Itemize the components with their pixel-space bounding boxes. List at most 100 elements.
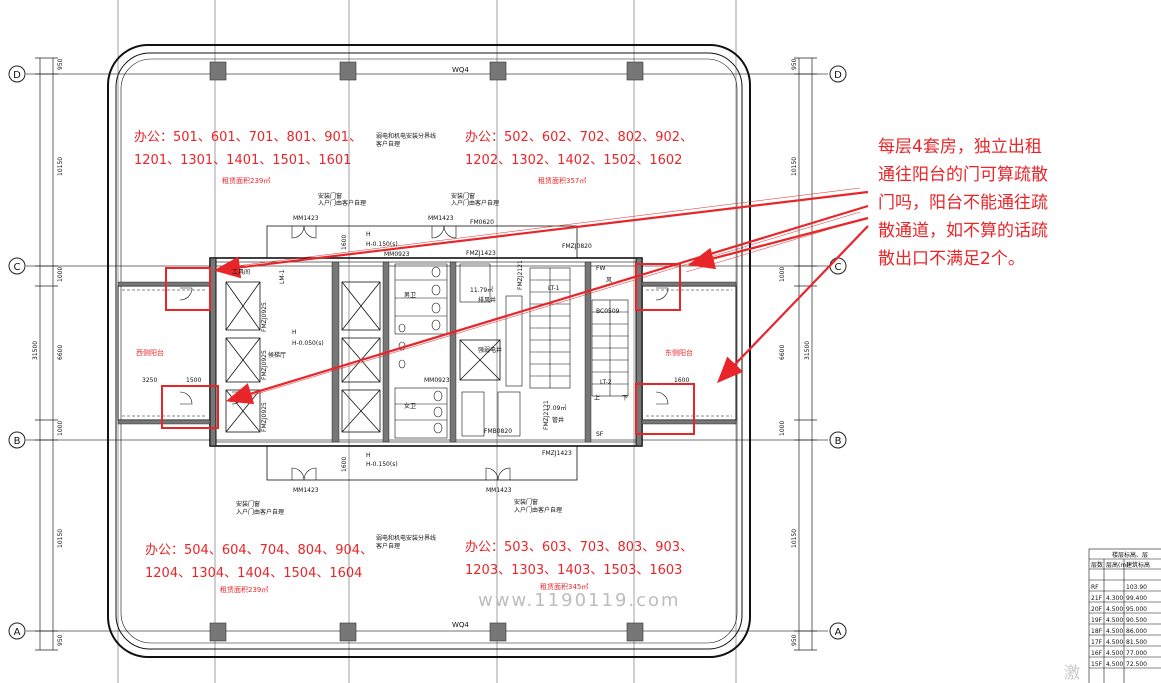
annotation-arrows	[213, 190, 869, 405]
grid-label-c-right: C	[835, 262, 842, 273]
dim-right-3: 1000	[779, 267, 786, 282]
legend-r8-floor: 15F	[1091, 661, 1103, 668]
annotation-line-2: 通往阳台的门可算疏散	[878, 165, 1048, 185]
elevation-letter-1: H	[366, 231, 371, 238]
door-label-fmzj0925-b: FMZJ0925	[261, 350, 268, 380]
elevation-h2: H-0.050(s)	[292, 340, 324, 347]
door-note-c-top: 弱电和机电安装分界线	[376, 132, 436, 140]
legend-r3-floor: 20F	[1091, 606, 1103, 613]
highlight-box-west-upper	[165, 267, 211, 311]
door-label-fmzj1423-bottom: FMZJ1423	[542, 450, 572, 457]
door-note-b-nw: 入户门由客户自理	[318, 199, 366, 207]
core-lt2: LT-2	[600, 379, 612, 386]
dim-right-6: 10150	[791, 529, 798, 548]
elevation-h3: H-0.150(s)	[366, 461, 398, 468]
dim-right-5: 1000	[779, 421, 786, 436]
dim-left-2: 10150	[57, 157, 64, 176]
door-label-bc0509: BC0509	[596, 308, 620, 315]
dim-left-overall: 31500	[32, 341, 39, 360]
office-ne-line1: 办公：502、602、702、802、902、	[465, 130, 693, 145]
door-label-mm0923-mid: MM0923	[424, 377, 450, 384]
grid-label-a-left: A	[14, 627, 21, 638]
elevator-shafts	[225, 281, 501, 433]
elevation-letter-2: H	[292, 329, 297, 336]
door-note-a-se: 安装门窗	[514, 498, 538, 506]
legend-r6-floor: 17F	[1091, 639, 1103, 646]
legend-r2-elev: 99.400	[1126, 595, 1147, 602]
highlight-boxes	[161, 263, 695, 435]
annotation-line-3: 门吗，阳台不能通往疏	[878, 193, 1048, 213]
door-note-a-ne: 安装门窗	[451, 192, 475, 200]
office-sw-line2: 1204、1304、1404、1504、1604	[145, 566, 362, 581]
door-label-fmzj0925-a: FMZJ0925	[261, 302, 268, 332]
legend-col-elev: 建筑标高	[1126, 561, 1150, 569]
dim-left-4: 6600	[57, 345, 64, 360]
core-area-2: 7.09㎡	[547, 404, 566, 412]
legend-col-height: 层高(m)	[1106, 561, 1129, 569]
door-label-fmzj2121-b: FMZJ2121	[543, 400, 550, 430]
balcony-west-label: 西侧阳台	[136, 348, 164, 357]
office-nw-area: 租赁面积239㎡	[222, 176, 270, 185]
corner-logo: 激	[1064, 663, 1080, 682]
office-se-line2: 1203、1303、1403、1503、1603	[465, 563, 682, 578]
annotation-line-5: 散出口不满足2个。	[878, 249, 1025, 269]
legend-r2-height: 4.300	[1106, 595, 1123, 602]
dim-left-5: 1000	[57, 421, 64, 436]
door-label-mm0923-top: MM0923	[384, 251, 410, 258]
core-fw: FW	[596, 265, 605, 272]
door-note-b-se: 入户门由客户自理	[514, 506, 562, 514]
door-label-fm0820: FMZJ0820	[562, 243, 592, 250]
core-up-west: 上	[594, 394, 600, 402]
core-elevator-hall: 候梯厅	[268, 351, 286, 359]
legend-r7-elev: 77.000	[1126, 650, 1147, 657]
core-nb: 男卫	[404, 292, 416, 299]
legend-r1-elev: 103.90	[1126, 584, 1147, 591]
legend-col-floor: 层数	[1091, 561, 1103, 569]
door-note-d-bottom: 客户自理	[376, 542, 400, 550]
beam-label-bottom: WQ4	[452, 621, 469, 629]
door-label-mm1423-sw: MM1423	[293, 487, 319, 494]
dim-left-7: 950	[57, 634, 64, 646]
office-ne-line2: 1202、1302、1402、1502、1602	[465, 153, 682, 168]
office-nw-line1: 办公：501、601、701、801、901、	[134, 130, 362, 145]
highlight-box-west-lower	[161, 385, 219, 429]
core-area-1: 11.79㎡	[470, 286, 493, 294]
core-mid-shaft: 强弱电井	[478, 346, 502, 354]
core-tool-room: 工具间	[232, 268, 250, 276]
door-note-c-bottom: 弱电和机电安装分界线	[376, 534, 436, 542]
legend-r5-elev: 86.000	[1126, 628, 1147, 635]
legend-r5-floor: 18F	[1091, 628, 1103, 635]
dim-h-3250: 3250	[142, 377, 157, 384]
elevation-letter-3: H	[366, 452, 371, 459]
core-sf: SF	[596, 431, 604, 438]
legend-r2-floor: 21F	[1091, 595, 1103, 602]
door-note-b-ne: 入户门由客户自理	[451, 199, 499, 207]
dim-right-2: 10150	[791, 157, 798, 176]
grid-label-a-right: A	[835, 627, 842, 638]
balconies	[117, 281, 737, 425]
grid-label-d-right: D	[834, 70, 842, 81]
dim-h-1600-bottom: 1600	[341, 457, 348, 472]
legend-r1-floor: RF	[1091, 584, 1099, 591]
legend-r4-floor: 19F	[1091, 617, 1103, 624]
office-sw-area: 租赁面积239㎡	[220, 585, 268, 594]
core-vr: 女卫	[404, 402, 416, 410]
highlight-box-east-lower	[635, 383, 695, 435]
door-label-mm1423-nw: MM1423	[293, 215, 319, 222]
dim-h-1600-east: 1600	[674, 377, 689, 384]
columns	[209, 61, 644, 642]
legend-header: 楼层标高、层	[1112, 551, 1148, 559]
core-lm1: LM-1	[279, 269, 286, 284]
door-note-a-sw: 安装门窗	[236, 500, 260, 508]
door-label-fmzj1423-top: FMZJ1423	[466, 250, 496, 257]
dim-right-4: 6600	[779, 345, 786, 360]
dim-h-1600-top: 1600	[341, 235, 348, 250]
toilet-fixtures	[394, 263, 521, 439]
beam-label-top: WQ4	[452, 66, 469, 74]
grid-label-b-left: B	[14, 436, 21, 447]
legend-r8-height: 4.500	[1106, 661, 1123, 668]
door-note-a-nw: 安装门窗	[318, 192, 342, 200]
grid-bubbles	[8, 65, 847, 640]
dimension-lines	[35, 57, 817, 651]
